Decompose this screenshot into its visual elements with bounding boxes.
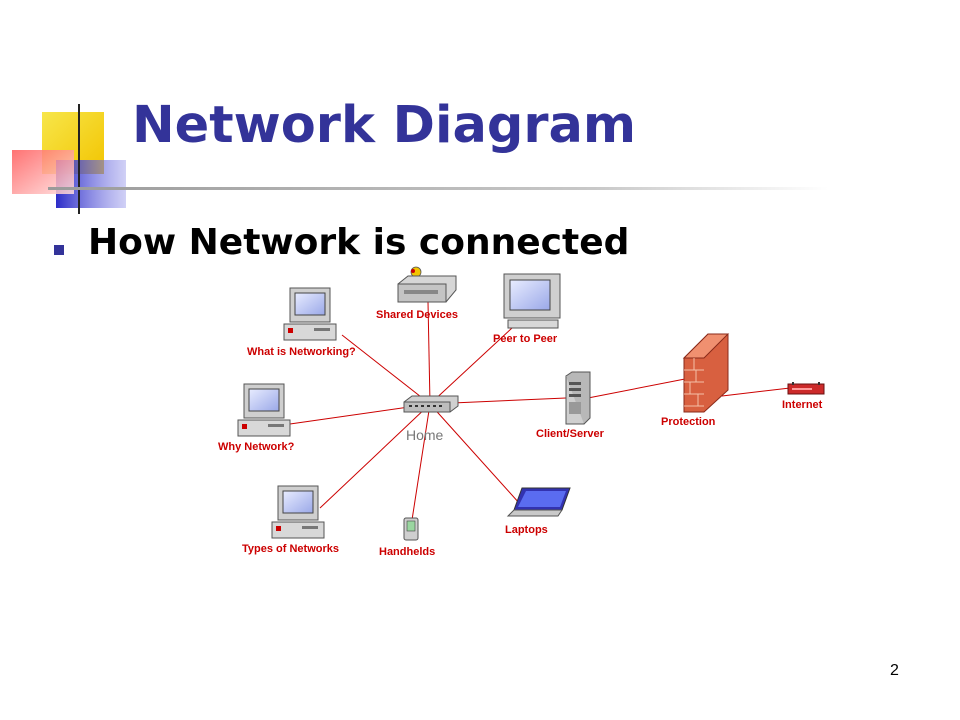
label-peer-to-peer: Peer to Peer bbox=[493, 333, 558, 345]
label-internet: Internet bbox=[782, 399, 823, 411]
label-what-is-networking: What is Networking? bbox=[247, 346, 356, 358]
logo-red-square bbox=[12, 150, 74, 194]
handheld-icon bbox=[403, 517, 419, 541]
decorative-logo bbox=[12, 104, 126, 214]
link-what-is-networking bbox=[341, 334, 431, 405]
hub-switch-icon bbox=[403, 395, 459, 413]
desktop-computer-icon-types-of-networks bbox=[271, 485, 325, 539]
label-types-of-networks: Types of Networks bbox=[242, 543, 339, 555]
label-protection: Protection bbox=[661, 416, 716, 428]
label-laptops: Laptops bbox=[505, 524, 548, 536]
monitor-icon-peer-to-peer bbox=[503, 273, 561, 329]
link-shared-devices bbox=[427, 301, 431, 405]
hub-label: Home bbox=[406, 427, 444, 443]
server-tower-icon bbox=[565, 371, 591, 425]
router-icon bbox=[787, 382, 825, 395]
printer-icon bbox=[397, 266, 457, 303]
title-rule bbox=[48, 187, 828, 190]
label-handhelds: Handhelds bbox=[379, 546, 435, 558]
link-types-of-networks bbox=[319, 403, 431, 509]
label-shared-devices: Shared Devices bbox=[376, 309, 458, 321]
link-laptops bbox=[429, 403, 521, 505]
desktop-computer-icon-why-network bbox=[237, 383, 291, 437]
link-handhelds bbox=[411, 403, 431, 521]
desktop-computer-icon-what-is-networking bbox=[283, 287, 337, 341]
label-client-server: Client/Server bbox=[536, 428, 605, 440]
link-internet bbox=[721, 387, 791, 397]
bullet-text: How Network is connected bbox=[88, 222, 630, 263]
logo-vertical-line bbox=[78, 104, 80, 214]
laptop-icon bbox=[506, 487, 571, 517]
firewall-brick-icon bbox=[682, 333, 730, 413]
slide-title: Network Diagram bbox=[132, 96, 637, 155]
page-number: 2 bbox=[890, 662, 899, 679]
link-protection bbox=[587, 377, 691, 399]
bullet-marker bbox=[54, 245, 64, 255]
link-peer-to-peer bbox=[429, 327, 513, 405]
label-why-network: Why Network? bbox=[218, 441, 295, 453]
